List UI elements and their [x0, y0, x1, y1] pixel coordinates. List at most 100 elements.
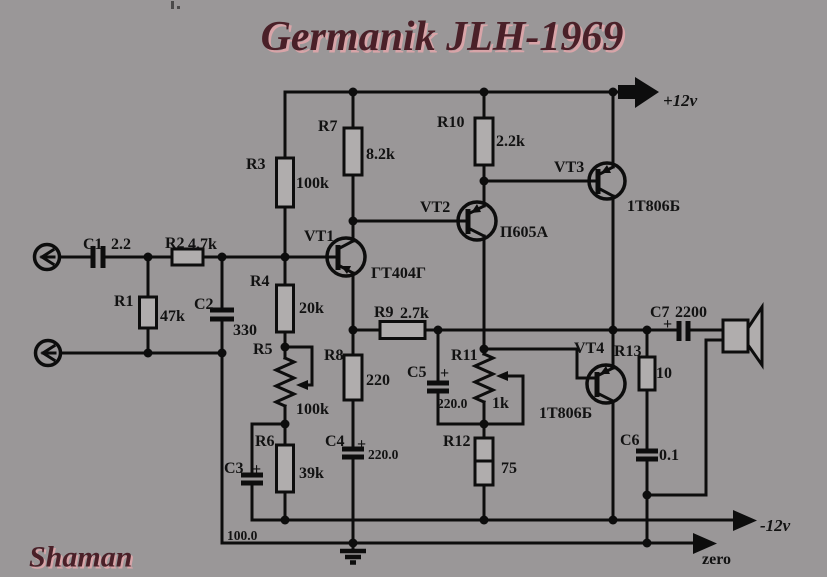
resistor-bodies [138, 116, 657, 494]
capacitor-c7 [676, 321, 691, 341]
transistor-vt3 [587, 161, 627, 201]
emitter-arrow-icon [601, 165, 611, 173]
resistor-r8 [342, 353, 364, 402]
c5-label: C5 [407, 364, 427, 381]
r7-value: 8.2k [366, 146, 395, 163]
arrow-icon [39, 247, 56, 267]
c3-value: 100.0 [227, 528, 258, 543]
r5-wiper-arrow-icon [296, 380, 308, 390]
signature-text: Shaman [29, 541, 132, 574]
r11-zigzag [471, 352, 497, 404]
r6-value: 39k [299, 465, 324, 482]
transistor-circle [456, 200, 498, 242]
junction-dots [143, 87, 652, 548]
vt3-label: VT3 [554, 159, 584, 176]
r10-label: R10 [437, 114, 465, 131]
capacitor-c6 [636, 448, 658, 462]
vt1-type: ГТ404Г [371, 265, 426, 282]
r1-value: 47k [160, 308, 185, 325]
resistor-r7 [342, 126, 364, 177]
page-title-highlight: Germanik JLH-1969 [263, 17, 626, 63]
r11-wiper-arrow-icon [496, 371, 508, 381]
vt2-label: VT2 [420, 199, 450, 216]
r5-zigzag [272, 356, 298, 408]
capacitor-c1 [90, 246, 106, 268]
input-jack-icon [33, 338, 63, 368]
c4-polarity: + [357, 436, 366, 453]
c2-value: 330 [233, 322, 257, 339]
r11-label: R11 [451, 347, 478, 364]
wire [465, 225, 487, 239]
input-connector-bottom [33, 338, 63, 368]
transistor-circle [587, 161, 627, 201]
plus12v-label: +12v [663, 91, 698, 110]
c7-value: 2200 [675, 304, 707, 321]
r4-label: R4 [250, 273, 270, 290]
r5-label: R5 [253, 341, 273, 358]
r13-label: R13 [614, 343, 642, 360]
component-labels: C1 2.2 R2 4.7k R1 47k C2 330 R3 100k R4 … [83, 114, 707, 543]
capacitor-plates [90, 246, 691, 486]
c7-label: C7 [650, 304, 670, 321]
minus12v-arrow-icon [733, 510, 757, 531]
capacitor-c5 [427, 380, 449, 394]
speaker-return [645, 338, 725, 497]
transistor-vt2 [456, 200, 498, 242]
r5-value: 100k [296, 401, 329, 418]
capacitor-c2 [210, 307, 234, 322]
r13-value: 10 [656, 365, 672, 382]
scan-artifact [171, 1, 180, 9]
r3-value: 100k [296, 175, 329, 192]
resistor-r2 [170, 247, 205, 267]
input-jack-icon [32, 242, 62, 272]
transistor-circle [585, 363, 627, 405]
plus12v-arrow-icon [618, 77, 659, 108]
c5-polarity: + [440, 365, 449, 382]
r3-label: R3 [246, 156, 266, 173]
resistor-r13 [637, 355, 657, 392]
emitter-arrow-icon [341, 266, 351, 274]
resistor-r3 [275, 156, 295, 209]
transistor-vt4 [585, 363, 627, 405]
resistor-r9 [378, 320, 427, 340]
vt4-label: VT4 [574, 340, 604, 357]
power-labels: +12v -12v zero [663, 91, 791, 568]
page-title-text: Germanik JLH-1969 [261, 14, 624, 60]
resistor-r4 [275, 283, 295, 334]
r11-value: 1k [492, 395, 509, 412]
r12-label: R12 [443, 433, 471, 450]
c2-label: C2 [194, 296, 214, 313]
r9-label: R9 [374, 304, 394, 321]
resistor-r6 [275, 443, 295, 494]
c3-polarity: + [252, 461, 261, 478]
c4-label: C4 [325, 433, 345, 450]
capacitor-c4 [342, 446, 364, 460]
ground-symbol [340, 548, 366, 565]
c1-label: C1 [83, 236, 103, 253]
r2-value: 4.7k [188, 236, 217, 253]
input-connector-top [32, 242, 62, 272]
signature: Shaman Shaman [29, 541, 134, 576]
c7-polarity: + [663, 316, 672, 333]
wire [250, 422, 287, 477]
transistor-circle [325, 236, 367, 278]
c4-value: 220.0 [368, 447, 399, 462]
c5-value: 220.0 [437, 396, 468, 411]
page-title: Germanik JLH-1969 Germanik JLH-1969 [261, 14, 626, 63]
zero-arrow-icon [693, 533, 717, 554]
r11-wiper [499, 374, 525, 426]
vt4-type: 1Т806Б [539, 405, 592, 422]
signature-highlight: Shaman [31, 543, 134, 576]
vt1-label: VT1 [304, 228, 334, 245]
r1-label: R1 [114, 293, 134, 310]
c6-label: C6 [620, 432, 640, 449]
r12-value: 75 [501, 460, 517, 477]
r8-label: R8 [324, 347, 344, 364]
r10-value: 2.2k [496, 133, 525, 150]
r7-label: R7 [318, 118, 338, 135]
minus12v-label: -12v [760, 516, 791, 535]
wire [594, 390, 616, 404]
c6-value: 0.1 [659, 447, 679, 464]
